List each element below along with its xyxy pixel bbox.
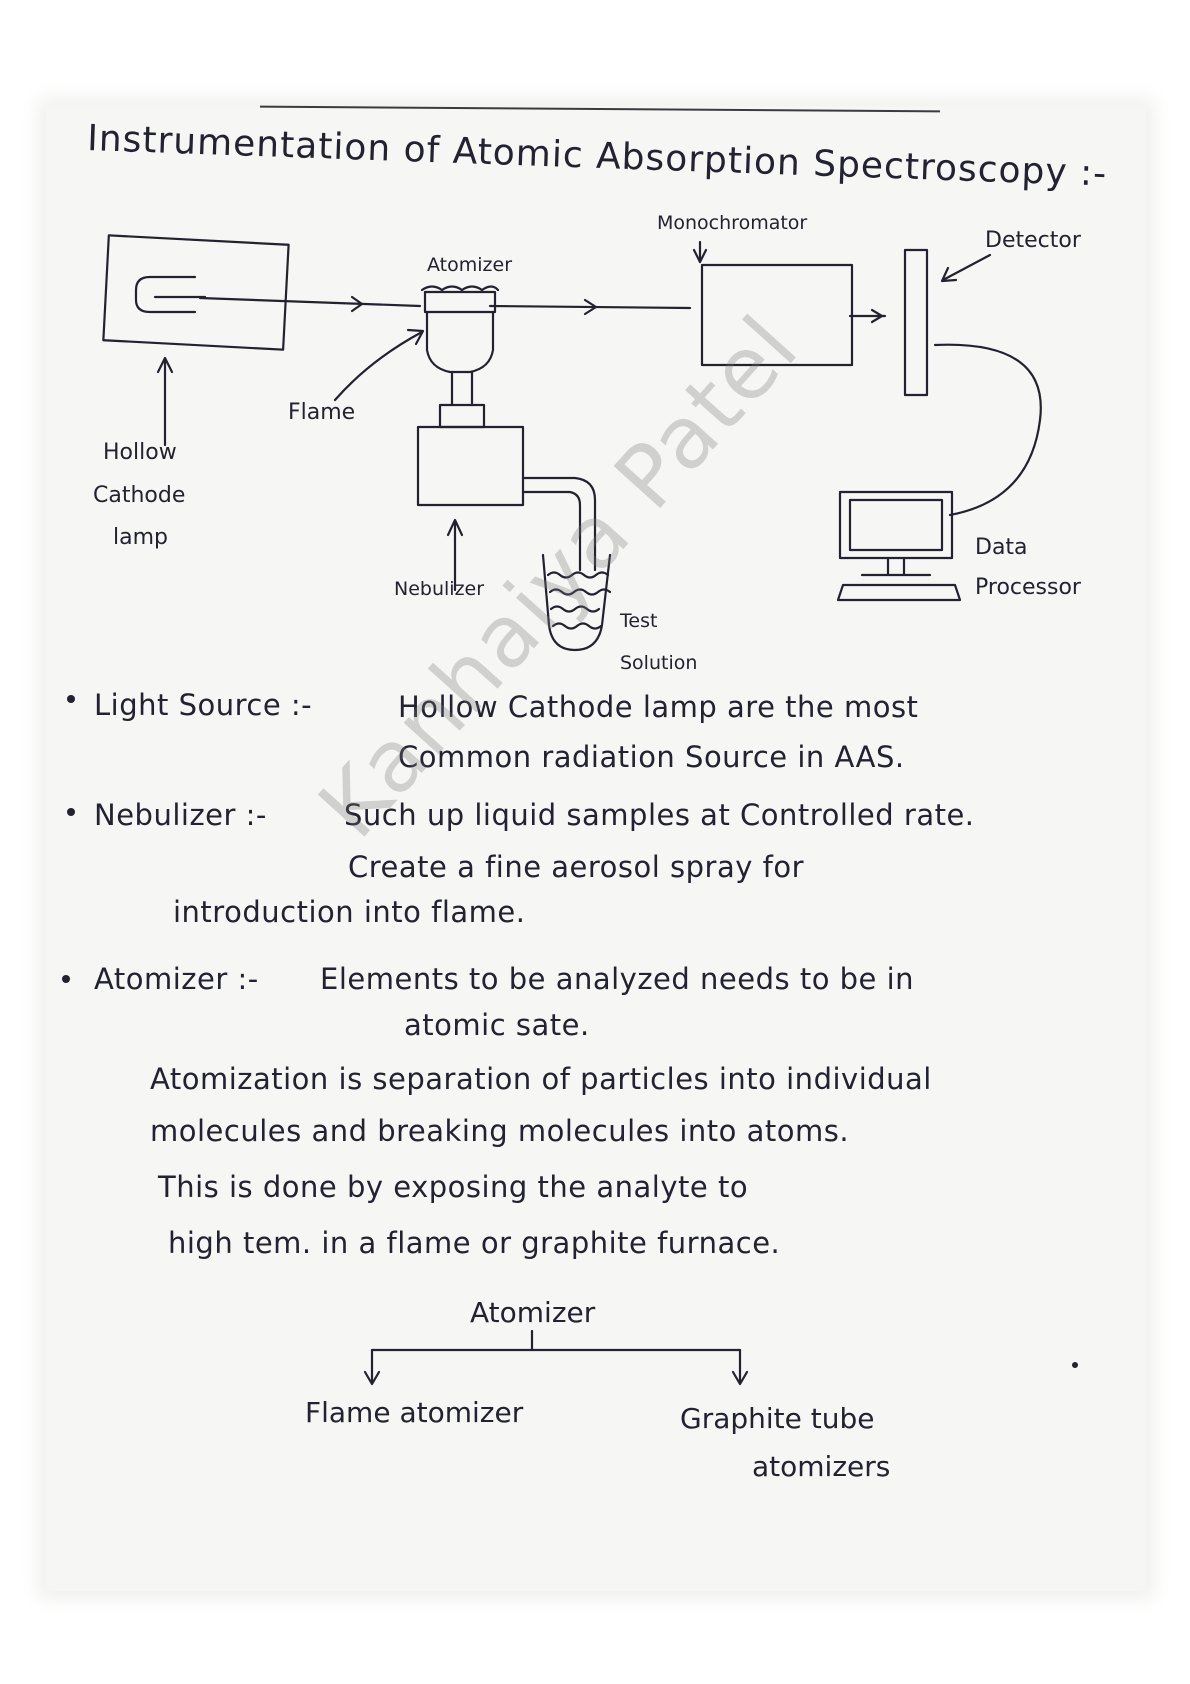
lamp-pointer-head bbox=[156, 356, 174, 374]
tube-outer bbox=[521, 476, 597, 572]
bullet-nebulizer bbox=[67, 808, 75, 816]
paper-sheet bbox=[46, 106, 1146, 1591]
beam-arrow-2 bbox=[583, 298, 598, 316]
stray-dot bbox=[1072, 1362, 1078, 1368]
label-data: Data bbox=[975, 535, 1028, 560]
burner-base bbox=[438, 403, 486, 429]
label-atomizer: Atomizer bbox=[427, 254, 512, 276]
atomizer-line5: This is done by exposing the analyte to bbox=[158, 1170, 749, 1204]
flame-top bbox=[420, 285, 500, 292]
flame-pointer-head bbox=[406, 328, 425, 346]
term-light-source: Light Source :- bbox=[94, 688, 313, 722]
tree-right-head bbox=[731, 1370, 749, 1386]
beam-2 bbox=[488, 304, 692, 310]
beam-arrow-3 bbox=[870, 308, 884, 324]
monitor-screen bbox=[848, 498, 944, 552]
monitor-stand bbox=[886, 556, 906, 577]
atomizer-line3: Atomization is separation of particles i… bbox=[150, 1062, 932, 1096]
light-source-line2: Common radiation Source in AAS. bbox=[398, 740, 905, 774]
cable bbox=[933, 343, 1042, 517]
liquid-wave-1 bbox=[546, 571, 610, 579]
burner-head bbox=[423, 290, 497, 314]
label-solution: Solution bbox=[620, 652, 698, 674]
nebulizer-pointer-head bbox=[446, 518, 464, 537]
label-test: Test bbox=[620, 610, 658, 632]
tree-right-line2: atomizers bbox=[752, 1450, 891, 1483]
label-monochromator: Monochromator bbox=[657, 212, 808, 234]
nebulizer-line3: introduction into flame. bbox=[173, 895, 526, 929]
beam-arrow-1 bbox=[350, 295, 364, 313]
label-lamp: lamp bbox=[113, 525, 168, 550]
burner-stem bbox=[450, 370, 474, 407]
bullet-light-source bbox=[67, 695, 75, 703]
liquid-wave-3 bbox=[549, 605, 601, 613]
burner-bowl bbox=[425, 310, 495, 374]
term-nebulizer: Nebulizer :- bbox=[94, 798, 267, 832]
atomizer-line6: high tem. in a flame or graphite furnace… bbox=[168, 1226, 781, 1260]
nebulizer-line1: Such up liquid samples at Controlled rat… bbox=[344, 798, 975, 832]
label-processor: Processor bbox=[975, 575, 1081, 600]
detector-bar bbox=[903, 248, 929, 397]
label-hollow: Hollow bbox=[103, 440, 177, 465]
monochromator-box bbox=[700, 263, 854, 367]
nebulizer-box bbox=[416, 425, 525, 507]
detector-pointer bbox=[941, 253, 992, 282]
nebulizer-line2: Create a fine aerosol spray for bbox=[348, 850, 805, 884]
tree-right-line1: Graphite tube bbox=[680, 1402, 875, 1435]
liquid-wave-2 bbox=[548, 588, 612, 596]
monitor-outer bbox=[838, 490, 954, 560]
tree-left: Flame atomizer bbox=[305, 1396, 524, 1429]
label-flame: Flame bbox=[288, 400, 356, 425]
beam-1 bbox=[198, 296, 422, 308]
atomizer-line2: atomic sate. bbox=[404, 1008, 590, 1042]
label-detector: Detector bbox=[985, 228, 1081, 253]
detector-pointer-head bbox=[940, 266, 958, 283]
atomizer-line1: Elements to be analyzed needs to be in bbox=[320, 962, 915, 996]
light-source-line1: Hollow Cathode lamp are the most bbox=[398, 690, 919, 724]
label-nebulizer: Nebulizer bbox=[394, 578, 485, 600]
bullet-atomizer bbox=[62, 975, 70, 983]
liquid-wave-4 bbox=[551, 622, 603, 630]
lamp-box bbox=[102, 234, 290, 351]
tube-inner bbox=[521, 490, 582, 572]
keyboard bbox=[836, 583, 962, 602]
atomizer-line4: molecules and breaking molecules into at… bbox=[150, 1114, 850, 1148]
beaker bbox=[541, 553, 612, 652]
term-atomizer: Atomizer :- bbox=[94, 962, 259, 996]
flame-pointer bbox=[333, 330, 424, 402]
cathode-shape bbox=[134, 275, 197, 314]
tree-left-head bbox=[363, 1370, 381, 1386]
label-cathode: Cathode bbox=[93, 483, 186, 508]
tree-root: Atomizer bbox=[470, 1296, 596, 1329]
mono-pointer-head bbox=[692, 248, 708, 264]
